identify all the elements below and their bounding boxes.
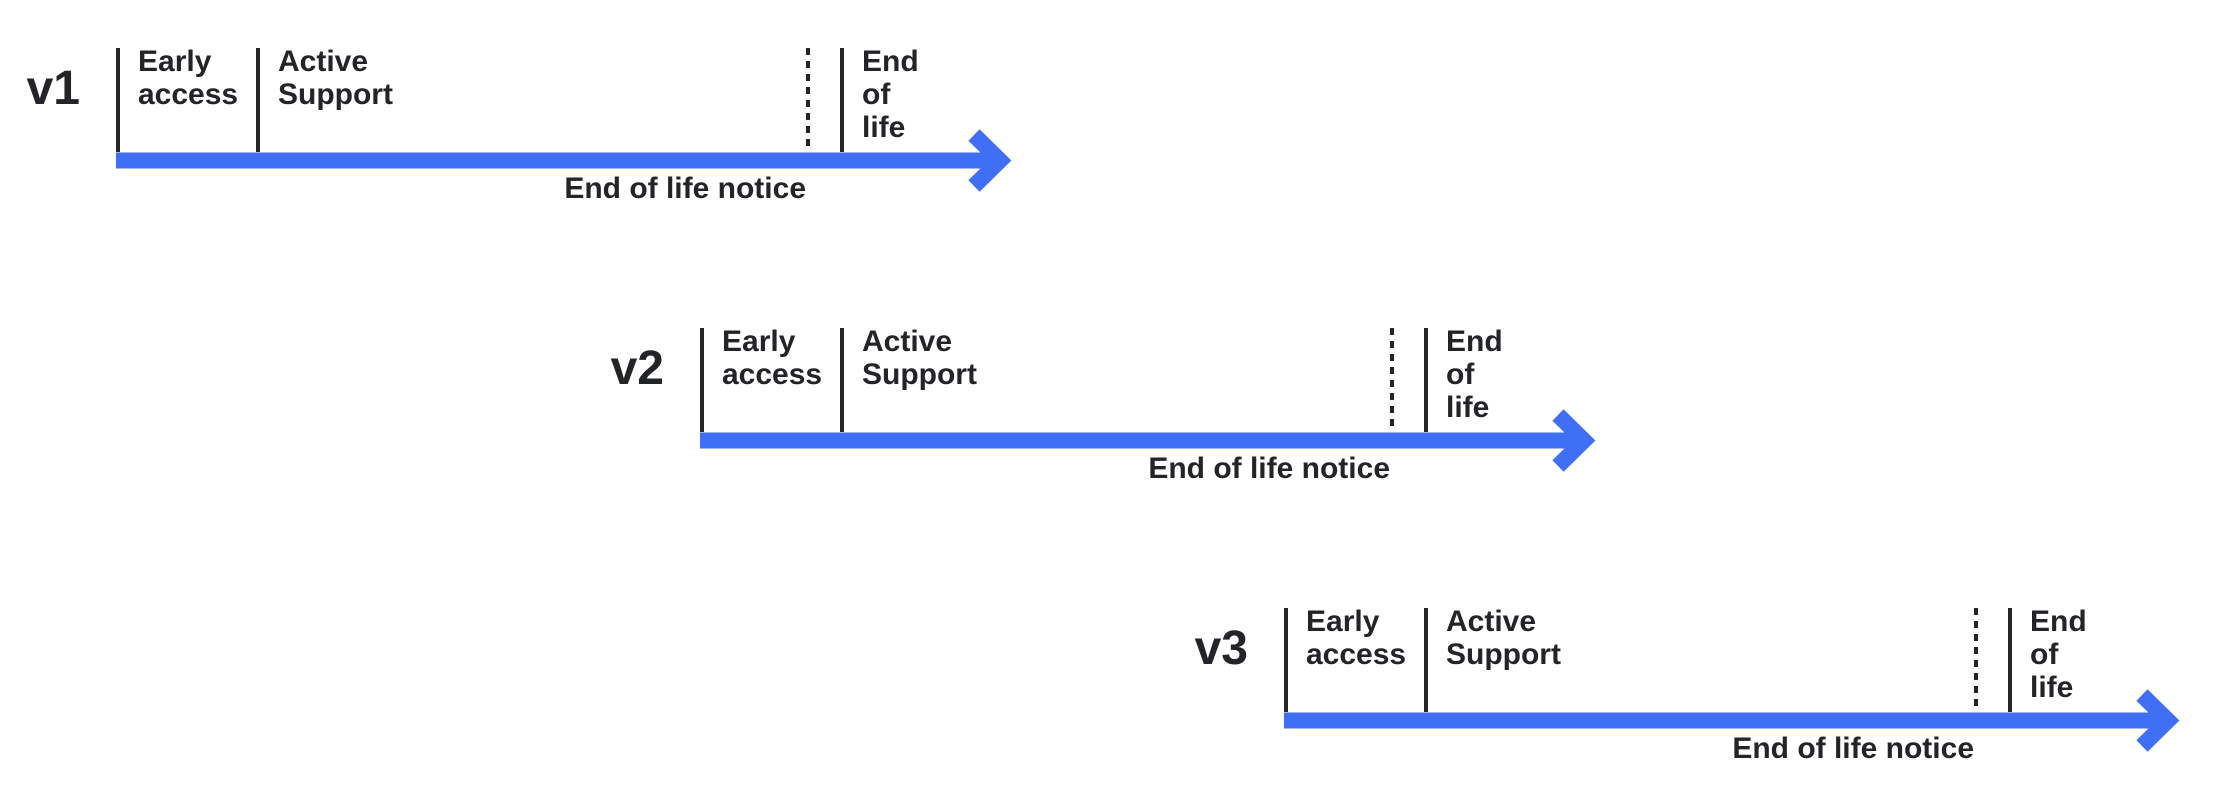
active-support-label: Active Support bbox=[1446, 605, 1561, 671]
end-of-life-tick bbox=[2008, 608, 2012, 712]
early-access-label: Early access bbox=[138, 45, 239, 111]
early-access-start-tick bbox=[116, 48, 120, 152]
end-of-life-notice-label: End of life notice bbox=[1148, 452, 1390, 485]
version-label: v3 bbox=[1194, 622, 1248, 675]
end-of-life-tick bbox=[840, 48, 844, 152]
timeline-arrow bbox=[1284, 689, 2180, 752]
active-support-label: Active Support bbox=[278, 45, 393, 111]
eol-notice-dashed-line bbox=[1974, 608, 1978, 712]
eol-notice-dashed-line bbox=[1390, 328, 1394, 432]
active-support-start-tick bbox=[840, 328, 844, 432]
end-of-life-tick bbox=[1424, 328, 1428, 432]
timeline-arrow bbox=[116, 129, 1012, 192]
early-access-label: Early access bbox=[1306, 605, 1407, 671]
timeline-arrow bbox=[700, 409, 1596, 472]
early-access-label: Early access bbox=[722, 325, 823, 391]
version-label: v1 bbox=[26, 62, 80, 115]
end-of-life-notice-label: End of life notice bbox=[1732, 732, 1974, 765]
eol-notice-dashed-line bbox=[806, 48, 810, 152]
end-of-life-label: End of life bbox=[1446, 325, 1503, 424]
end-of-life-label: End of life bbox=[2030, 605, 2087, 704]
active-support-label: Active Support bbox=[862, 325, 977, 391]
version-label: v2 bbox=[610, 342, 664, 395]
active-support-start-tick bbox=[256, 48, 260, 152]
early-access-start-tick bbox=[1284, 608, 1288, 712]
active-support-start-tick bbox=[1424, 608, 1428, 712]
early-access-start-tick bbox=[700, 328, 704, 432]
end-of-life-label: End of life bbox=[862, 45, 919, 144]
end-of-life-notice-label: End of life notice bbox=[564, 172, 806, 205]
